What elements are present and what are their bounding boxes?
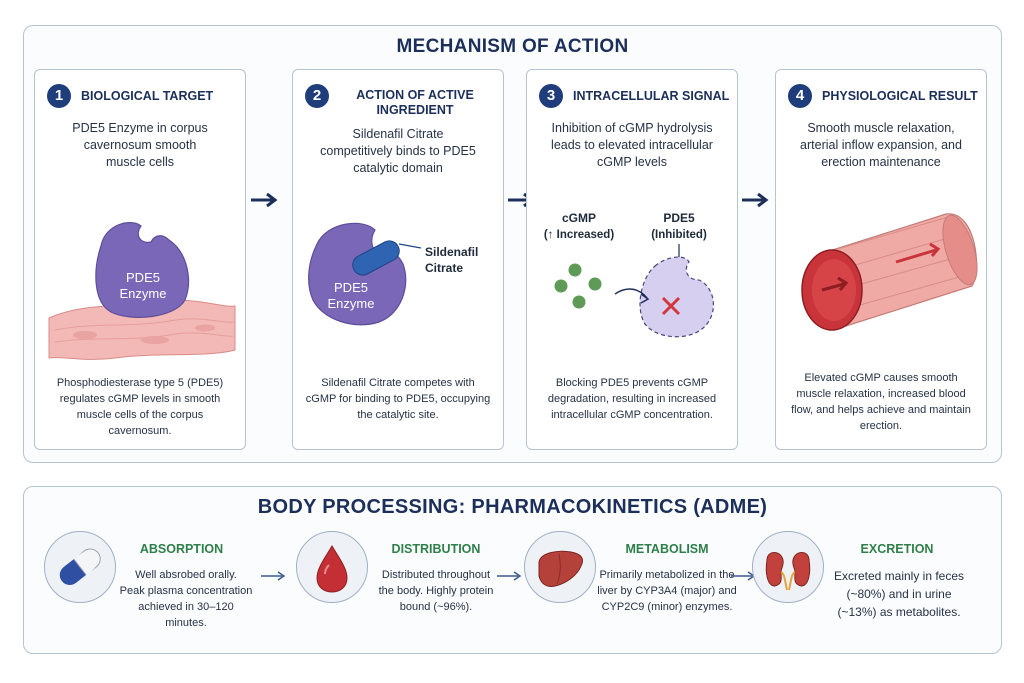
adme-metabolism-description: Primarily metabolized in the liver by CY… [597, 569, 737, 613]
step-footer: Elevated cGMP causes smooth muscle relax… [791, 372, 971, 432]
artery-blood-flow-illustration [801, 213, 978, 331]
step-description: Inhibition of cGMP hydrolysis leads to e… [551, 121, 713, 169]
enzyme-label-line2: Enzyme [328, 296, 375, 311]
step-card-active-ingredient: 2 ACTION OF ACTIVE INGREDIENT Sildenafil… [292, 69, 504, 450]
sildenafil-binding-illustration: Sildenafil Citrate PDE5 Enzyme [308, 222, 478, 326]
step-footer: Sildenafil Citrate competes with cGMP fo… [305, 377, 491, 421]
step-number-badge: 1 [47, 84, 71, 108]
adme-distribution-description: Distributed throughout the body. Highly … [378, 569, 494, 613]
enzyme-label-line2: Enzyme [120, 286, 167, 301]
kidneys-icon [752, 531, 824, 603]
adme-absorption-title: ABSORPTION [139, 542, 224, 556]
step-description: Smooth muscle relaxation, arterial inflo… [800, 121, 962, 169]
blood-drop-icon [296, 531, 368, 603]
arrow-right-icon [251, 192, 278, 208]
adme-absorption-description: Well absrobed orally. Peak plasma concen… [119, 569, 253, 629]
arrow-right-icon [497, 571, 522, 581]
step-footer: Phosphodiesterase type 5 (PDE5) regulate… [56, 377, 224, 437]
adme-metabolism-title: METABOLISM [625, 542, 709, 556]
arrow-right-icon [742, 192, 769, 208]
liver-icon [524, 531, 596, 603]
drug-label-line1: Sildenafil [425, 245, 478, 259]
drug-label-line2: Citrate [425, 261, 463, 275]
cgmp-label-line1: cGMP [562, 211, 596, 225]
step-title: INTRACELLULAR SIGNAL [573, 89, 730, 103]
enzyme-label-line1: PDE5 [334, 280, 368, 295]
adme-panel: BODY PROCESSING: PHARMACOKINETICS (ADME)… [23, 486, 1002, 654]
cgmp-label-line2: (↑ Increased) [544, 229, 614, 241]
mechanism-of-action-panel: MECHANISM OF ACTION 1 BIOLOGICAL TARGET … [23, 25, 1002, 463]
adme-distribution-title: DISTRIBUTION [391, 542, 481, 556]
step-number-badge: 4 [788, 84, 812, 108]
step-number-badge: 2 [305, 84, 329, 108]
step-card-intracellular-signal: 3 INTRACELLULAR SIGNAL Inhibition of cGM… [526, 69, 738, 450]
pde5-label-line2: (Inhibited) [651, 229, 707, 241]
step-description: Sildenafil Citrate competitively binds t… [320, 127, 476, 175]
adme-excretion-description: Excreted mainly in feces (~80%) and in u… [833, 569, 965, 619]
moa-title: MECHANISM OF ACTION [396, 36, 629, 57]
step-description: PDE5 Enzyme in corpus cavernosum smooth … [72, 121, 208, 169]
enzyme-label-line1: PDE5 [126, 270, 160, 285]
adme-title: BODY PROCESSING: PHARMACOKINETICS (ADME) [257, 496, 768, 518]
adme-excretion-title: EXCRETION [860, 542, 934, 556]
capsule-icon [44, 531, 116, 603]
step-title: BIOLOGICAL TARGET [81, 89, 214, 103]
pde5-label-line1: PDE5 [663, 211, 695, 225]
step-card-physiological-result: 4 PHYSIOLOGICAL RESULT Smooth muscle rel… [775, 69, 987, 450]
cgmp-pde5-inhibition-illustration: cGMP (↑ Increased) PDE5 (Inhibited) [544, 211, 715, 338]
pde5-enzyme-on-tissue-illustration: PDE5 Enzyme [48, 222, 236, 360]
step-title: PHYSIOLOGICAL RESULT [822, 89, 978, 103]
arrow-right-icon [261, 571, 286, 581]
step-footer: Blocking PDE5 prevents cGMP degradation,… [547, 377, 717, 421]
step-number-badge: 3 [539, 84, 563, 108]
step-card-biological-target: 1 BIOLOGICAL TARGET PDE5 Enzyme in corpu… [34, 69, 246, 450]
step-title: ACTION OF ACTIVE INGREDIENT [356, 88, 474, 117]
